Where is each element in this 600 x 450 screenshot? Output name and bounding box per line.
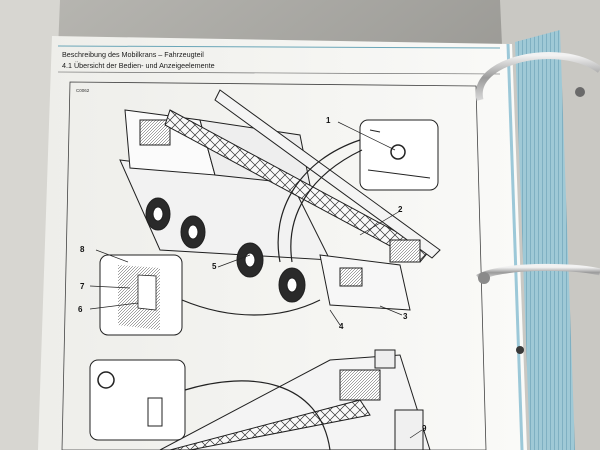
page-header-section: 4.1 Übersicht der Bedien- und Anzeigeele… [62, 61, 215, 70]
callout-9: 9 [422, 424, 427, 433]
detail-inset-3-part [147, 397, 163, 427]
callout-leaders [89, 121, 423, 439]
page-header-title: Beschreibung des Mobilkrans – Fahrzeugte… [62, 50, 204, 59]
figure-code: C0062 [76, 88, 90, 93]
detail-inset-2-panel [137, 274, 157, 311]
header-underline [57, 71, 501, 75]
leader-curve-3 [184, 380, 331, 450]
binder-ring-top [475, 52, 600, 101]
callout-4: 4 [339, 322, 344, 331]
leader-curve-1b [290, 149, 363, 263]
detail-inset-1-lines [367, 129, 431, 179]
callout-1: 1 [326, 116, 331, 125]
binder-ring-bottom [476, 263, 600, 354]
crane-illustration-top [119, 89, 441, 311]
callout-8: 8 [80, 245, 85, 254]
callout-7: 7 [80, 282, 85, 291]
detail-inset-3-knob [97, 371, 115, 389]
header-rule [57, 45, 501, 49]
figure-frame [61, 81, 487, 450]
leader-curve-1 [277, 139, 361, 263]
page-edge-blue [506, 43, 524, 450]
callout-2: 2 [398, 205, 403, 214]
callout-3: 3 [403, 312, 408, 321]
page-stack-edge [515, 30, 575, 450]
callout-5: 5 [212, 262, 217, 271]
crane-illustration-bottom [159, 349, 431, 450]
detail-inset-1-part [390, 144, 406, 160]
callout-6: 6 [78, 305, 83, 314]
leader-curve-2 [181, 299, 321, 316]
